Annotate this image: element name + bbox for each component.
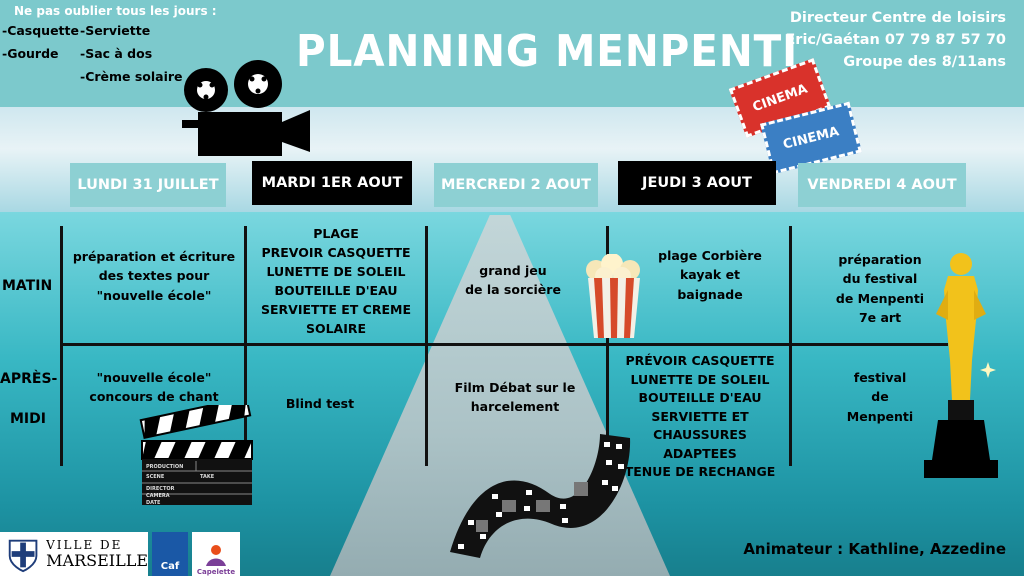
ticket-label: CINEMA (750, 81, 810, 115)
cell-apres-midi-mardi: Blind test (280, 394, 360, 413)
cell-matin-vendredi: préparation du festival de Menpenti 7e a… (820, 250, 940, 328)
cell-line: baignade (677, 286, 743, 302)
logo-text-ville-de: VILLE DE (46, 537, 123, 552)
oscar-statue-icon (924, 253, 998, 478)
day-header-mercredi: MERCREDI 2 AOUT (434, 163, 598, 207)
contact-line: Eric/Gaétan 07 79 87 57 70 (785, 32, 1006, 48)
grid-line (60, 226, 63, 466)
animateur-line: Animateur : Kathline, Azzedine (743, 540, 1006, 558)
cell-line: préparation et écriture (72, 249, 236, 264)
cell-line: "nouvelle école" (96, 287, 212, 303)
group-line: Groupe des 8/11ans (843, 54, 1006, 70)
cell-line: du festival (842, 271, 918, 287)
cell-line: "nouvelle école" (96, 370, 212, 385)
day-header-vendredi: VENDREDI 4 AOUT (798, 163, 966, 207)
cell-apres-midi-mercredi: Film Débat sur le harcelement (440, 378, 590, 417)
clapperboard-icon: PRODUCTION SCENE TAKE DIRECTOR CAMERA DA… (139, 405, 253, 506)
popcorn-icon (586, 254, 640, 338)
reminder-item: -Casquette (2, 23, 79, 38)
cell-line: 7e art (858, 310, 902, 326)
cell-line: LUNETTE DE SOLEIL (266, 264, 406, 279)
cell-line: PLAGE (313, 226, 359, 241)
grid-line (60, 343, 948, 346)
reminder-title: Ne pas oublier tous les jours : (14, 4, 217, 18)
cell-line: kayak et (679, 267, 741, 283)
cell-line: TENUE DE RECHANGE (624, 464, 776, 479)
cell-line: de Menpenti (835, 290, 925, 306)
cell-line: festival (853, 370, 907, 385)
cell-line: PRÉVOIR CASQUETTE (625, 353, 775, 368)
row-label-matin: MATIN (2, 278, 53, 294)
caf-logo-text: Caf (160, 561, 180, 572)
caf-logo: Caf (152, 532, 188, 576)
cell-line: BOUTEILLE D'EAU (274, 283, 398, 298)
cell-line: Menpenti (846, 408, 914, 424)
cell-apres-midi-vendredi: festival de Menpenti (830, 368, 930, 426)
cell-line: concours de chant (89, 389, 219, 405)
header-band (0, 0, 1024, 107)
capelette-logo: Capelette (192, 532, 240, 576)
day-header-jeudi: JEUDI 3 AOUT (618, 161, 776, 205)
cell-matin-jeudi: plage Corbière kayak et baignade (640, 246, 780, 304)
marseille-logo: VILLE DE MARSEILLE (0, 532, 148, 576)
capelette-logo-text: Capelette (196, 568, 236, 576)
ticket-label: CINEMA (781, 123, 841, 153)
cell-line: plage Corbière (658, 248, 762, 263)
day-header-lundi: LUNDI 31 JUILLET (70, 163, 226, 207)
clapper-label: DIRECTOR (146, 486, 175, 492)
grid-line (606, 226, 609, 466)
cell-line: ADAPTEES (663, 445, 737, 461)
cell-line: de la sorcière (465, 282, 561, 298)
grid-line (425, 226, 428, 466)
cell-line: SERVIETTE ET (651, 408, 749, 424)
clapper-label: SCENE (146, 474, 165, 480)
reminder-item: -Serviette (80, 23, 151, 38)
capelette-figure-icon (206, 545, 226, 566)
cell-matin-mardi: PLAGE PREVOIR CASQUETTE LUNETTE DE SOLEI… (250, 224, 422, 338)
logo-text-marseille: MARSEILLE (46, 550, 148, 570)
cell-line: LUNETTE DE SOLEIL (630, 371, 770, 387)
reminder-item: -Gourde (2, 46, 59, 61)
page-title: PLANNING MENPENTI (296, 26, 799, 77)
cell-apres-midi-jeudi: PRÉVOIR CASQUETTE LUNETTE DE SOLEIL BOUT… (614, 352, 786, 482)
day-header-mardi: MARDI 1ER AOUT (252, 161, 412, 205)
movie-camera-icon (182, 60, 310, 156)
grid-line (789, 226, 792, 466)
cell-line: harcelement (470, 399, 560, 415)
row-label-apres-midi: APRÈS- (0, 371, 58, 387)
reminder-item: -Sac à dos (80, 46, 153, 61)
cell-line: Film Débat sur le (454, 380, 576, 395)
cell-apres-midi-lundi: "nouvelle école" concours de chant (66, 368, 242, 407)
film-strip-icon (450, 434, 631, 558)
cell-matin-mercredi: grand jeu de la sorcière (448, 261, 578, 300)
cell-line: Blind test (285, 396, 355, 411)
cell-line: grand jeu (479, 263, 547, 278)
director-line: Directeur Centre de loisirs (789, 10, 1006, 26)
cell-line: PREVOIR CASQUETTE (261, 245, 411, 260)
marseille-coat-of-arms-icon (8, 539, 38, 573)
cell-line: SERVIETTE ET CREME (261, 302, 411, 317)
row-label-apres-midi: MIDI (10, 411, 46, 427)
cell-line: CHAUSSURES (653, 427, 747, 442)
reminder-item: -Crème solaire (80, 69, 183, 84)
cell-matin-lundi: préparation et écriture des textes pour … (66, 247, 242, 305)
clapper-label: DATE (146, 500, 161, 506)
cell-line: SOLAIRE (305, 321, 367, 336)
cell-line: des textes pour (98, 268, 210, 284)
clapper-label: TAKE (200, 474, 215, 480)
clapper-label: CAMERA (146, 493, 170, 499)
clapper-label: PRODUCTION (146, 464, 183, 470)
cell-line: préparation (838, 252, 922, 267)
grid-line (244, 226, 247, 466)
cell-line: BOUTEILLE D'EAU (638, 390, 762, 405)
cell-line: de (871, 389, 889, 405)
